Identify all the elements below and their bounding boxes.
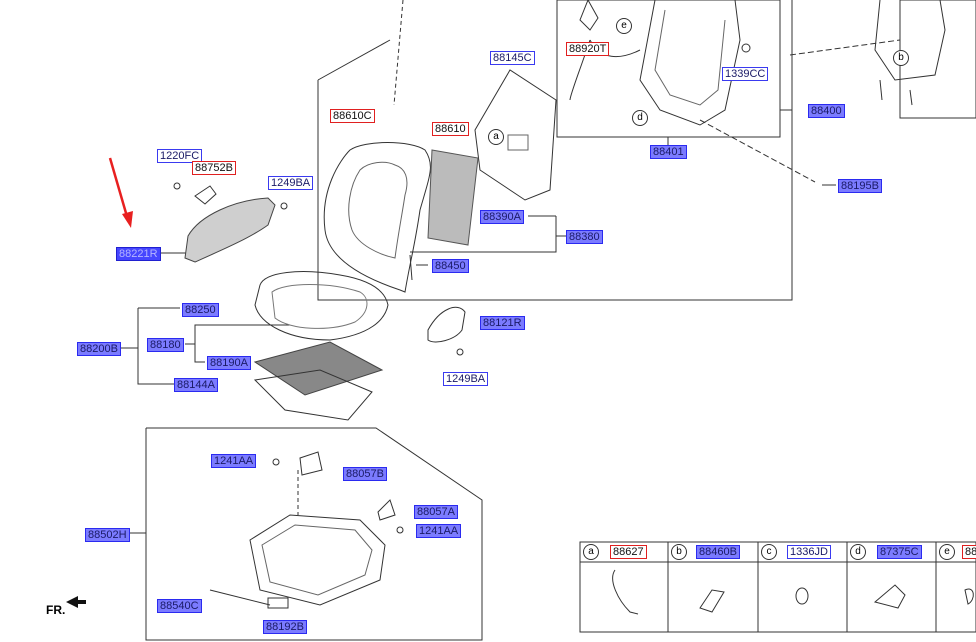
callout-1241AA-lower[interactable]: 1241AA — [416, 524, 462, 538]
circle-label-e: e — [616, 18, 632, 34]
frame-lines — [120, 0, 976, 641]
legend-part-a[interactable]: 88627 — [610, 545, 647, 559]
legend-part-e[interactable]: 88 — [962, 545, 976, 559]
callout-88221R[interactable]: 88221R — [116, 247, 161, 261]
grommet-1336JD-icon — [795, 587, 809, 605]
callout-88145C[interactable]: 88145C — [490, 51, 535, 65]
part-e-icon — [964, 588, 974, 605]
front-direction-arrow-icon — [66, 596, 86, 608]
seat-back-frame-partial — [874, 0, 946, 106]
callout-88390A[interactable]: 88390A — [480, 210, 524, 224]
fasteners-side — [173, 182, 288, 210]
legend-key-c: c — [761, 544, 777, 560]
clip-88627-icon — [612, 569, 639, 615]
legend-key-b: b — [671, 544, 687, 560]
callout-88192B[interactable]: 88192B — [263, 620, 307, 634]
legend-icons — [612, 569, 974, 615]
legend-key-a: a — [583, 544, 599, 560]
legend-part-d[interactable]: 87375C — [877, 545, 922, 559]
circle-label-d: d — [632, 110, 648, 126]
callout-88540C[interactable]: 88540C — [157, 599, 202, 613]
callout-88250[interactable]: 88250 — [182, 303, 219, 317]
callout-88610C[interactable]: 88610C — [330, 109, 375, 123]
callout-88502H[interactable]: 88502H — [85, 528, 130, 542]
seat-cushion — [254, 271, 389, 341]
callout-88450[interactable]: 88450 — [432, 259, 469, 273]
circle-label-b: b — [893, 50, 909, 66]
legend-part-b[interactable]: 88460B — [696, 545, 740, 559]
bracket-87375C-icon — [873, 584, 906, 609]
legend-key-d: d — [850, 544, 866, 560]
red-pointer-arrow-icon — [108, 157, 133, 228]
callout-88057A[interactable]: 88057A — [414, 505, 458, 519]
callout-88920T[interactable]: 88920T — [566, 42, 610, 56]
callout-88610[interactable]: 88610 — [432, 122, 469, 136]
callout-88752B[interactable]: 88752B — [192, 161, 236, 175]
callout-88380[interactable]: 88380 — [566, 230, 603, 244]
callout-88121R[interactable]: 88121R — [480, 316, 525, 330]
callout-88180[interactable]: 88180 — [147, 338, 184, 352]
back-board — [474, 69, 557, 201]
callout-88400[interactable]: 88400 — [808, 104, 845, 118]
legend-part-c[interactable]: 1336JD — [787, 545, 831, 559]
front-label: FR. — [46, 603, 66, 617]
callout-88200B[interactable]: 88200B — [77, 342, 121, 356]
seat-heater-mat — [253, 341, 384, 396]
cushion-pan — [253, 369, 373, 421]
callout-88401[interactable]: 88401 — [650, 145, 687, 159]
heater-pad — [427, 149, 479, 246]
bracket-88460B-icon — [699, 589, 725, 613]
seat-back-frame — [569, 0, 751, 126]
callout-1249BA-upper[interactable]: 1249BA — [268, 176, 314, 190]
callout-88190A[interactable]: 88190A — [207, 356, 251, 370]
callout-1220FC[interactable]: 1220FC — [157, 149, 203, 163]
callout-88144A[interactable]: 88144A — [174, 378, 218, 392]
callout-88195B[interactable]: 88195B — [838, 179, 882, 193]
recliner-cover — [427, 307, 466, 356]
seat-back-cushion — [323, 142, 431, 293]
legend-key-e: e — [939, 544, 955, 560]
callout-1249BA-lower[interactable]: 1249BA — [443, 372, 489, 386]
seat-track — [209, 451, 404, 609]
callout-1339CC[interactable]: 1339CC — [722, 67, 769, 81]
side-cover — [184, 197, 276, 263]
circle-label-a: a — [488, 129, 504, 145]
callout-1241AA-upper[interactable]: 1241AA — [211, 454, 257, 468]
callout-88057B[interactable]: 88057B — [343, 467, 387, 481]
